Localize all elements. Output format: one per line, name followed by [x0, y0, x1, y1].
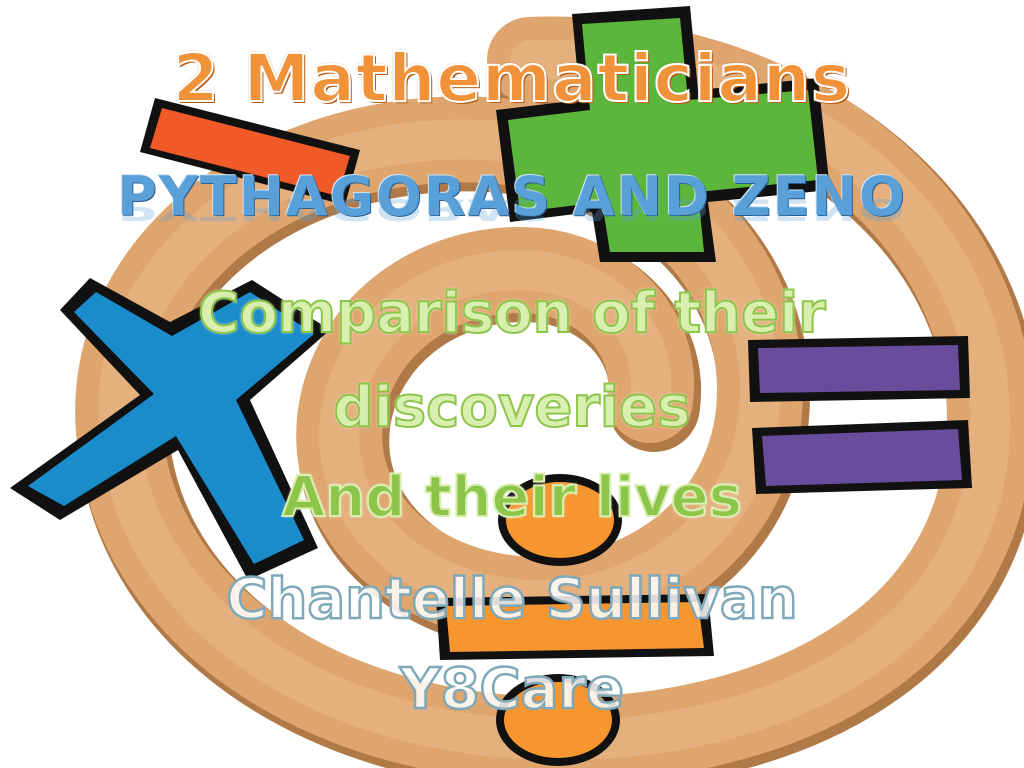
lives-line: And their lives [281, 465, 743, 530]
plus-sign-icon [496, 6, 830, 262]
discoveries-line: discoveries [333, 375, 692, 440]
subtitle-reflection: PYTHAGORAS AND ZENO [117, 192, 907, 227]
minus-sign-icon [140, 98, 360, 205]
times-sign-icon [10, 278, 330, 580]
equals-sign-icon [748, 336, 972, 494]
author-name: Chantelle Sullivan [225, 567, 799, 632]
slide-title: 2 Mathematicians [172, 40, 852, 117]
slide-subtitle: PYTHAGORAS AND ZENO [117, 165, 907, 228]
comparison-line: Comparison of their [197, 281, 827, 346]
subtitle-block: PYTHAGORAS AND ZENO PYTHAGORAS AND ZENO [0, 170, 1024, 270]
divide-sign-icon [436, 474, 714, 766]
class-name: Y8Care [399, 657, 626, 722]
spiral-background [75, 16, 1024, 768]
